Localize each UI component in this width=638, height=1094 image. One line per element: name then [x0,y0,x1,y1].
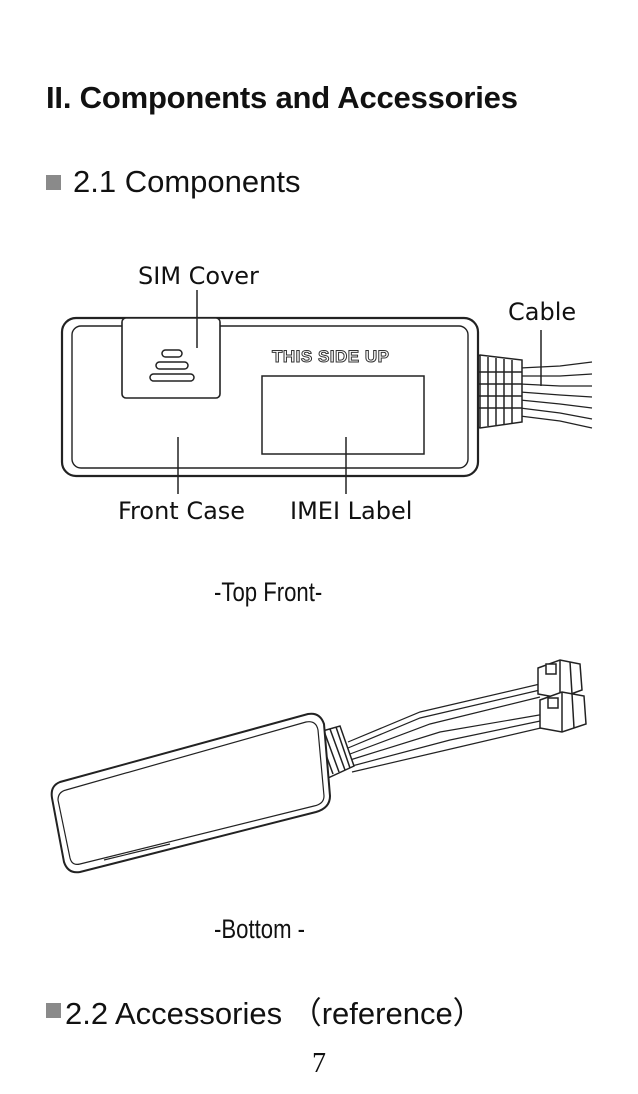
page-number: 7 [312,1048,326,1079]
bottom-case [50,712,332,874]
components-heading-text: 2.1 Components [73,164,301,199]
accessories-heading-text: 2.2 Accessories （reference） [65,996,484,1031]
imei-label-area [261,375,425,455]
section-title: II. Components and Accessories [46,80,518,115]
sim-cover [121,317,221,399]
sim-slot-grip-icon [149,349,195,382]
sim-cover-label: SIM Cover [138,262,259,290]
imei-label-label: IMEI Label [290,497,412,525]
this-side-up-stamp: THIS SIDE UP [272,347,389,366]
components-heading: 2.1 Components [46,164,300,200]
front-case-label: Front Case [118,497,245,525]
bottom-cable-wires [347,683,546,773]
top-front-device-figure: THIS SIDE UP SIM Cover Cable Front Case … [60,262,593,525]
bottom-caption: -Bottom - [214,914,306,944]
accessories-heading: 2.2 Accessories （reference） [46,988,484,1033]
top-front-caption: -Top Front- [214,577,323,607]
cable-label: Cable [508,298,576,326]
bottom-device-figure [50,659,587,874]
connector-upper [537,659,583,699]
connector-lower [539,691,587,733]
cable-wires [519,361,593,429]
square-bullet-icon [46,1003,61,1018]
square-bullet-icon [46,174,61,190]
